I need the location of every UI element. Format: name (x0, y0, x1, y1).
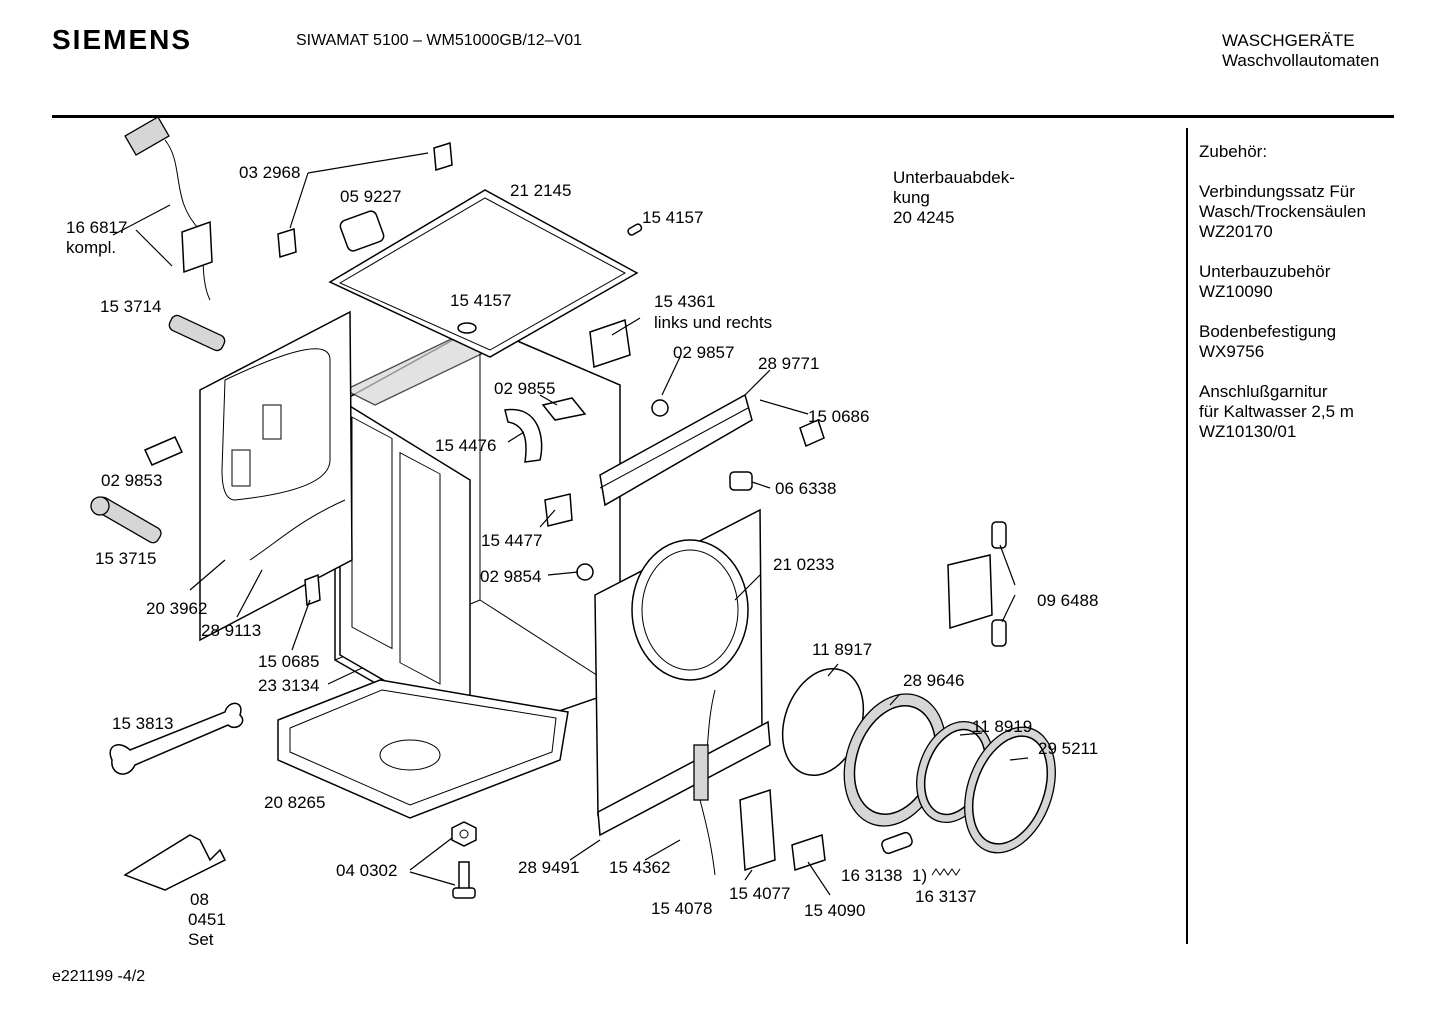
label-029853: 02 9853 (101, 471, 162, 490)
control-panel-bar (599, 393, 753, 507)
shock-absorber-upper (168, 314, 226, 352)
category-block: WASCHGERÄTE Waschvollautomaten (1222, 31, 1379, 71)
label-0451: 0451 (188, 910, 226, 929)
label-153813: 15 3813 (112, 714, 173, 733)
label-154157-a: 15 4157 (642, 208, 703, 227)
accessory-item-1-line-2: Wasch/Trockensäulen (1199, 202, 1366, 221)
label-154476: 15 4476 (435, 436, 496, 455)
accessories-title: Zubehör: (1199, 142, 1268, 161)
accessory-item-4-line-2: für Kaltwasser 2,5 m (1199, 402, 1354, 421)
accessories-panel: Zubehör: Verbindungssatz Für Wasch/Trock… (1199, 142, 1366, 442)
label-118919: 11 8919 (972, 717, 1032, 736)
accessory-item-1-code: WZ20170 (1199, 222, 1273, 241)
label-295211: 29 5211 (1038, 739, 1098, 758)
screw (452, 861, 476, 899)
label-059227: 05 9227 (340, 187, 401, 206)
label-163138: 16 3138 (841, 866, 902, 885)
label-kompl: kompl. (66, 238, 116, 257)
sidebar-divider (1186, 128, 1188, 944)
wrench-tool (109, 702, 244, 775)
category-line-2: Waschvollautomaten (1222, 51, 1380, 70)
accessory-item-4-code: WZ10130/01 (1199, 422, 1297, 441)
label-032968: 03 2968 (239, 163, 300, 182)
label-210233: 21 0233 (773, 555, 834, 574)
power-cord (124, 116, 213, 301)
label-note-1: 1) (912, 866, 927, 885)
label-233134: 23 3134 (258, 676, 319, 695)
accessory-item-3-code: WX9756 (1199, 342, 1265, 361)
bowden-cable (693, 689, 716, 876)
label-154362: 15 4362 (609, 858, 670, 877)
label-150685: 15 0685 (258, 652, 319, 671)
brand-logo: SIEMENS (52, 24, 193, 55)
accessory-item-2-code: WZ10090 (1199, 282, 1273, 301)
label-204245: 20 4245 (893, 208, 954, 227)
door-hinge (791, 833, 826, 872)
label-040302: 04 0302 (336, 861, 397, 880)
accessory-item-2: Unterbauzubehör (1199, 262, 1331, 281)
header-divider (52, 115, 1394, 118)
label-links-und-rechts: links und rechts (654, 313, 772, 332)
label-203962: 20 3962 (146, 599, 207, 618)
front-panel (594, 508, 763, 817)
door-lock (739, 788, 776, 872)
label-029854: 02 9854 (480, 567, 541, 586)
hinge-pins (947, 521, 1007, 647)
label-212145: 21 2145 (510, 181, 571, 200)
label-289491: 28 9491 (518, 858, 579, 877)
label-150686: 15 0686 (808, 407, 869, 426)
door-glass (916, 720, 994, 824)
top-cover (328, 189, 639, 358)
side-panel (199, 310, 353, 642)
label-029855: 02 9855 (494, 379, 555, 398)
label-029857: 02 9857 (673, 343, 734, 362)
label-154361: 15 4361 (654, 292, 715, 311)
label-unterbau-1: Unterbauabdek- (893, 168, 1015, 187)
label-096488: 09 6488 (1037, 591, 1098, 610)
model-title: SIWAMAT 5100 – WM51000GB/12–V01 (296, 32, 583, 49)
label-154078: 15 4078 (651, 899, 712, 918)
leader-lines (112, 152, 1029, 896)
label-unterbau-2: kung (893, 188, 930, 207)
label-289771: 28 9771 (758, 354, 819, 373)
accessory-item-3: Bodenbefestigung (1199, 322, 1337, 341)
shock-absorber-lower (90, 496, 162, 544)
label-289646: 28 9646 (903, 671, 964, 690)
label-289113: 28 9113 (201, 621, 261, 640)
label-154477: 15 4477 (481, 531, 542, 550)
base-plate (277, 679, 569, 819)
transport-bracket (123, 834, 227, 891)
kick-plate (597, 720, 771, 837)
accessory-item-1: Verbindungssatz Für (1199, 182, 1355, 201)
part-labels: 16 6817 kompl. 03 2968 05 9227 21 2145 1… (66, 163, 1098, 949)
label-153714: 15 3714 (100, 297, 161, 316)
accessory-item-4: Anschlußgarnitur (1199, 382, 1328, 401)
label-208265: 20 8265 (264, 793, 325, 812)
label-166817: 16 6817 (66, 218, 127, 237)
label-154077: 15 4077 (729, 884, 790, 903)
label-163137: 16 3137 (915, 887, 976, 906)
label-153715: 15 3715 (95, 549, 156, 568)
door-outer-ring (964, 726, 1056, 854)
label-154157-b: 15 4157 (450, 291, 511, 310)
nut (451, 821, 477, 847)
label-154090: 15 4090 (804, 901, 865, 920)
label-set: Set (188, 930, 214, 949)
label-08: 08 (190, 890, 209, 909)
cabinet-frame (334, 324, 621, 741)
footer-code: e221199 -4/2 (52, 968, 146, 985)
small-parts (143, 142, 961, 876)
category-line-1: WASCHGERÄTE (1222, 31, 1355, 50)
label-066338: 06 6338 (775, 479, 836, 498)
label-118917: 11 8917 (812, 640, 872, 659)
